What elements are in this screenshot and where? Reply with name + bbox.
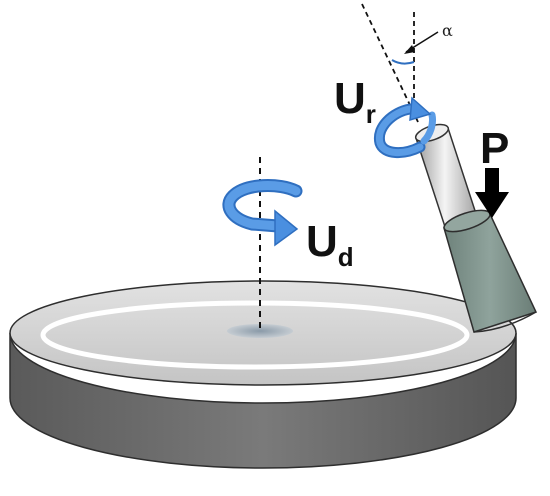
tool-rotation-label: Ur <box>334 74 376 129</box>
disk-side <box>9 332 517 469</box>
down-arrow-icon <box>475 168 509 218</box>
tool-rotation-arrow-icon <box>373 96 436 158</box>
tool-head <box>443 209 538 333</box>
disk-rotation-label: Ud <box>306 217 354 272</box>
tool-axis-line <box>361 3 419 123</box>
angle-pointer-head-icon <box>404 45 415 54</box>
angle-label: α <box>442 21 453 40</box>
polishing-track <box>40 300 470 370</box>
pressure-label: P <box>480 124 509 173</box>
polishing-disk <box>9 280 517 469</box>
disk-center-hole <box>227 324 293 338</box>
disk-rotation-arrow-icon <box>222 179 303 247</box>
angle-arc <box>391 59 415 65</box>
